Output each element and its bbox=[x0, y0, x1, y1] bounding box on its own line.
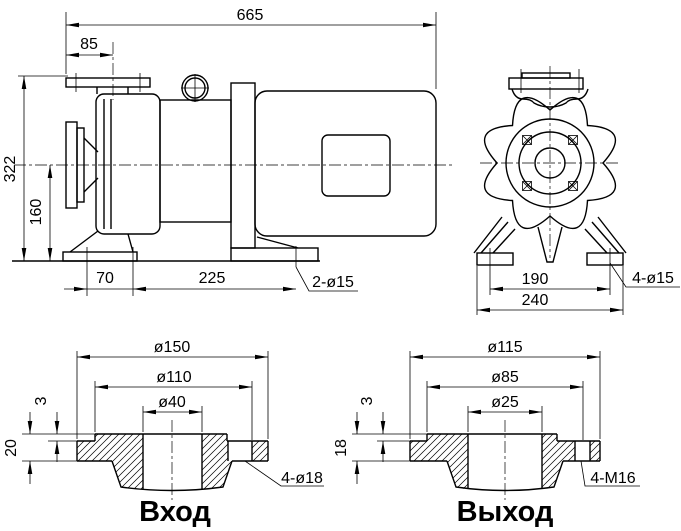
motor-body bbox=[254, 90, 437, 237]
bearing-bracket bbox=[159, 99, 232, 223]
dim-text-18: 18 bbox=[333, 439, 350, 457]
dim-inlet-od: ø150 bbox=[76, 339, 269, 439]
dim-text-d150: ø150 bbox=[154, 339, 191, 356]
dim-inlet-thickness: 20 bbox=[3, 412, 77, 484]
dim-inlet-face-height: 3 bbox=[22, 396, 95, 462]
eyebolt-icon bbox=[181, 74, 209, 102]
inlet-flange-section: ø150 ø110 ø40 3 20 4-ø bbox=[3, 339, 324, 528]
side-view: 665 85 322 160 70 225 2-ø15 bbox=[2, 7, 452, 296]
dim-text-70: 70 bbox=[96, 270, 114, 287]
discharge-flange bbox=[65, 73, 151, 92]
front-casing-scalloped bbox=[484, 97, 616, 229]
dim-outlet-thickness: 18 bbox=[333, 412, 410, 484]
dim-outlet-od: ø115 bbox=[409, 339, 601, 439]
drain-boss bbox=[537, 226, 563, 263]
dim-front-base-width: 240 bbox=[476, 266, 624, 315]
inlet-hatch-rim bbox=[252, 441, 268, 461]
dim-overall-height: 322 bbox=[2, 75, 68, 261]
callout-base-holes: 4-ø15 bbox=[609, 262, 680, 288]
inlet-label: Вход bbox=[139, 496, 211, 528]
dim-inlet-bolt-circle: ø110 bbox=[94, 369, 253, 440]
dim-text-160: 160 bbox=[28, 199, 45, 226]
callout-text-2xd15: 2-ø15 bbox=[312, 274, 354, 291]
dim-text-d40: ø40 bbox=[158, 394, 186, 411]
dim-axis-height: 160 bbox=[28, 165, 53, 261]
pump-casing bbox=[95, 87, 161, 235]
dim-outlet-bore: ø25 bbox=[467, 394, 543, 432]
dim-foot-to-motor-hole: 225 bbox=[133, 270, 296, 292]
callout-text-4xd15: 4-ø15 bbox=[632, 270, 674, 287]
callout-motor-foot-holes: 2-ø15 bbox=[295, 266, 358, 292]
dim-text-d25: ø25 bbox=[491, 394, 519, 411]
inlet-hatch-right bbox=[202, 434, 232, 489]
dim-text-d115: ø115 bbox=[487, 339, 522, 356]
callout-text-4xd18: 4-ø18 bbox=[281, 470, 323, 487]
outlet-label: Выход bbox=[457, 496, 554, 528]
dim-front-foot-hole-span: 190 bbox=[489, 248, 611, 295]
dim-text-240: 240 bbox=[522, 292, 549, 309]
front-legs-and-feet bbox=[473, 216, 627, 266]
dim-text-322: 322 bbox=[2, 156, 19, 183]
dim-overall-length: 665 bbox=[65, 7, 437, 89]
outlet-hatch-rim bbox=[590, 441, 600, 461]
dim-flange-to-axis: 85 bbox=[66, 36, 113, 58]
terminal-box bbox=[321, 134, 391, 197]
front-discharge-flange bbox=[508, 69, 589, 108]
dim-text-inlet-3: 3 bbox=[33, 396, 50, 405]
dim-text-20: 20 bbox=[3, 439, 20, 457]
dim-text-85: 85 bbox=[80, 36, 98, 53]
dim-inlet-bore: ø40 bbox=[142, 394, 203, 432]
outlet-flange-section: ø115 ø85 ø25 3 18 4-M1 bbox=[333, 339, 640, 528]
outlet-profile bbox=[409, 433, 601, 492]
front-flange-bolt-holes bbox=[522, 135, 578, 191]
dim-text-190: 190 bbox=[522, 271, 549, 288]
inlet-profile bbox=[76, 433, 269, 492]
dim-outlet-face-height: 3 bbox=[352, 396, 427, 462]
callout-inlet-holes: 4-ø18 bbox=[244, 460, 324, 487]
pump-foot bbox=[62, 230, 138, 296]
front-view: 190 240 4-ø15 bbox=[473, 66, 680, 315]
outlet-hatch-left bbox=[410, 434, 468, 489]
dim-foot-hole-spacing: 70 bbox=[64, 270, 133, 292]
dim-text-d110: ø110 bbox=[156, 369, 191, 386]
callout-outlet-holes: 4-M16 bbox=[580, 460, 640, 487]
inlet-hatch-left bbox=[77, 434, 143, 489]
dim-text-d85: ø85 bbox=[491, 369, 519, 386]
dim-text-outlet-3: 3 bbox=[359, 396, 376, 405]
dim-text-225: 225 bbox=[199, 270, 226, 287]
motor-flange-and-foot bbox=[230, 82, 319, 267]
dim-outlet-bolt-circle: ø85 bbox=[426, 369, 584, 440]
outlet-hatch-right bbox=[542, 434, 575, 489]
dim-text-665: 665 bbox=[237, 7, 264, 24]
callout-text-4xm16: 4-M16 bbox=[590, 470, 635, 487]
